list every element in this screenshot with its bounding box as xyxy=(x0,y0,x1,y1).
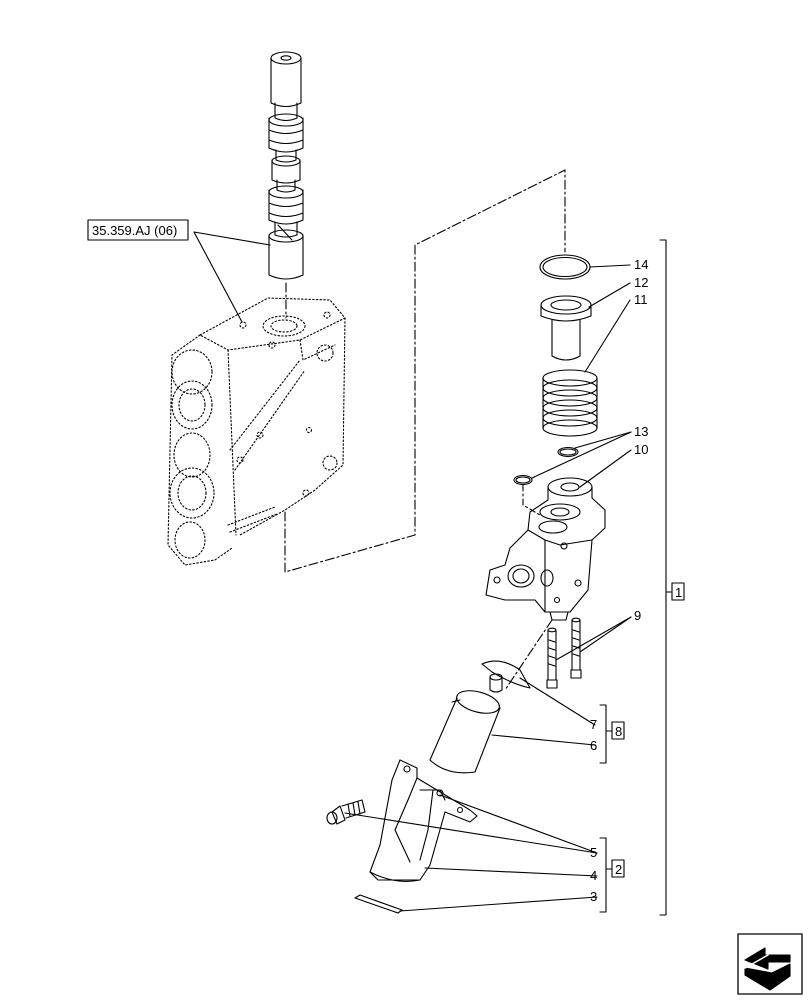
kit-label-2: 2 xyxy=(615,862,622,877)
bolt-part-9 xyxy=(546,617,582,689)
valve-body-part xyxy=(167,297,346,566)
screw-part-5 xyxy=(326,799,366,825)
callout-12: 12 xyxy=(634,275,648,290)
spring-part-11 xyxy=(542,369,598,437)
seal-part-7 xyxy=(481,660,531,689)
seal-part-3 xyxy=(354,894,403,914)
spool-part xyxy=(268,51,304,280)
plunger-part-12 xyxy=(540,295,592,361)
o-ring-part-14 xyxy=(539,254,591,280)
callout-3: 3 xyxy=(590,889,597,904)
callout-13: 13 xyxy=(634,424,648,439)
valve-block-part-10 xyxy=(485,477,606,621)
callout-9: 9 xyxy=(634,608,641,623)
callout-11: 11 xyxy=(634,292,648,307)
leader-lines xyxy=(193,231,632,912)
kit-box-1 xyxy=(671,582,685,601)
coil-part-6 xyxy=(429,673,503,774)
kit-label-8: 8 xyxy=(615,724,622,739)
kit-label-1: 1 xyxy=(675,585,682,600)
kit-box-2 xyxy=(611,859,625,878)
reference-label[interactable]: 35.359.AJ (06) xyxy=(92,223,177,238)
bracket-part-4 xyxy=(369,759,478,882)
kit-brackets xyxy=(599,239,673,916)
callout-7: 7 xyxy=(590,717,597,732)
callout-6: 6 xyxy=(590,738,597,753)
reference-box xyxy=(87,219,189,241)
callout-14: 14 xyxy=(634,257,648,272)
next-page-arrow-icon[interactable] xyxy=(737,933,803,995)
kit-box-8 xyxy=(611,721,625,740)
callout-10: 10 xyxy=(634,442,648,457)
callout-5: 5 xyxy=(590,845,597,860)
callout-4: 4 xyxy=(590,868,597,883)
small-o-ring-part-13 xyxy=(513,446,579,486)
